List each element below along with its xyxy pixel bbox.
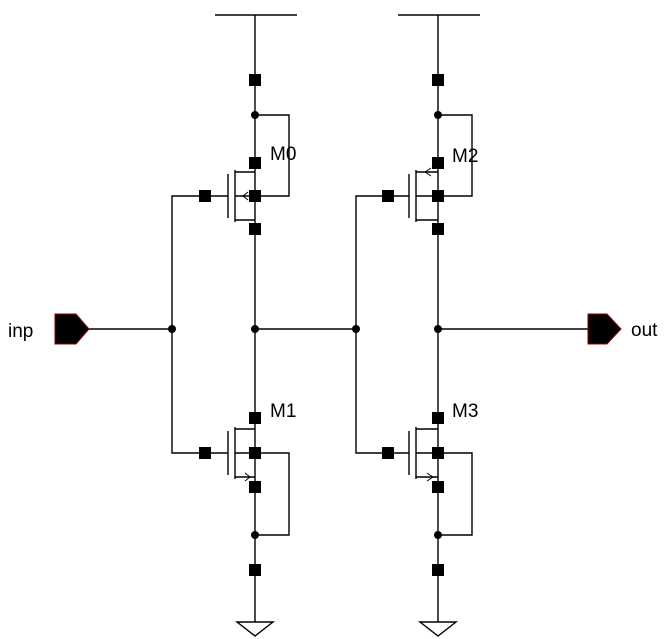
m2-arrow-icon bbox=[424, 167, 432, 177]
junction-dot bbox=[251, 111, 259, 119]
m1-label: M1 bbox=[270, 401, 296, 422]
output-port-label: out bbox=[631, 320, 658, 341]
ground-icon-2 bbox=[417, 621, 459, 637]
junction-dot bbox=[434, 531, 442, 539]
pin bbox=[199, 447, 211, 459]
pin bbox=[382, 447, 394, 459]
junction-dot bbox=[352, 325, 360, 333]
input-port-label: inp bbox=[8, 321, 33, 342]
m3-label: M3 bbox=[452, 401, 478, 422]
pins-stage-1 bbox=[199, 74, 261, 576]
transistor-m0: M0 bbox=[227, 144, 296, 222]
pin bbox=[432, 447, 444, 459]
gate-bus-1 bbox=[171, 195, 207, 454]
pin bbox=[249, 447, 261, 459]
output-port-icon[interactable] bbox=[587, 313, 622, 345]
m1-body-tie bbox=[255, 452, 290, 536]
pin bbox=[432, 157, 444, 169]
pin bbox=[432, 223, 444, 235]
stage-1: M0 M1 bbox=[88, 14, 356, 637]
pin bbox=[249, 412, 261, 424]
stage-2: M2 M3 bbox=[352, 14, 588, 637]
pin bbox=[249, 157, 261, 169]
pin bbox=[249, 190, 261, 202]
junction-dot bbox=[434, 111, 442, 119]
pin bbox=[249, 223, 261, 235]
pin bbox=[249, 74, 261, 86]
pin bbox=[432, 412, 444, 424]
pin bbox=[249, 481, 261, 493]
m0-label: M0 bbox=[270, 144, 296, 165]
pin bbox=[432, 74, 444, 86]
m2-label: M2 bbox=[452, 146, 478, 167]
m3-body-tie bbox=[438, 452, 473, 536]
m3-arrow-icon bbox=[426, 472, 434, 482]
m0-body-tie bbox=[255, 114, 290, 197]
output-port[interactable]: out bbox=[587, 313, 658, 345]
m2-body-tie bbox=[438, 114, 473, 197]
input-port-icon[interactable] bbox=[54, 313, 90, 345]
junction-dot bbox=[251, 531, 259, 539]
pin bbox=[432, 564, 444, 576]
pin bbox=[382, 190, 394, 202]
transistor-m3: M3 bbox=[408, 401, 478, 482]
junction-dot bbox=[251, 325, 259, 333]
pin bbox=[432, 481, 444, 493]
m1-arrow-icon bbox=[244, 472, 251, 482]
junction-dot bbox=[434, 325, 442, 333]
junction-dot bbox=[168, 325, 176, 333]
pin bbox=[249, 564, 261, 576]
pin bbox=[432, 190, 444, 202]
pin bbox=[199, 190, 211, 202]
ground-icon-1 bbox=[234, 621, 276, 637]
pins-stage-2 bbox=[382, 74, 444, 576]
input-port[interactable]: inp bbox=[8, 313, 90, 345]
m0-arrow-icon bbox=[242, 191, 249, 201]
transistor-m1: M1 bbox=[227, 401, 296, 482]
gate-bus-2 bbox=[355, 195, 388, 454]
transistor-m2: M2 bbox=[408, 146, 478, 222]
